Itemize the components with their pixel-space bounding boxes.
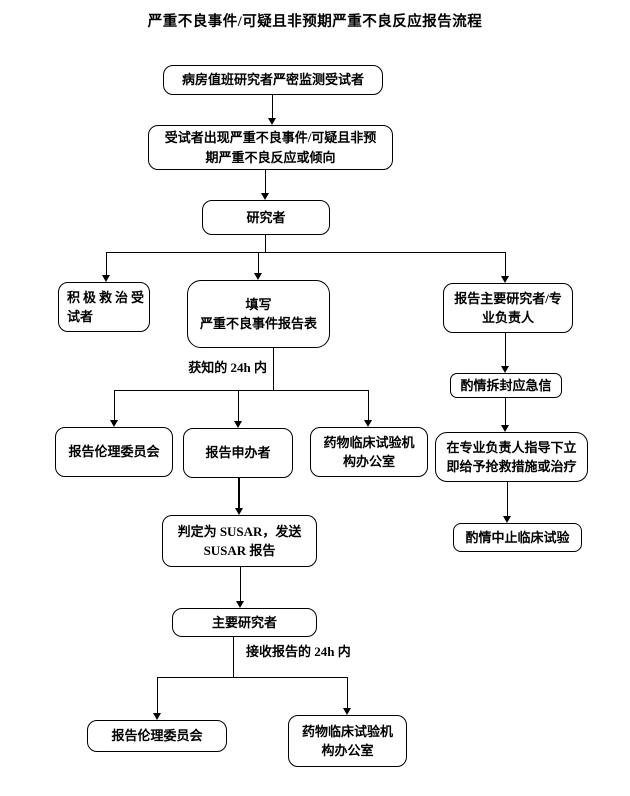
- connector-line: [114, 389, 369, 391]
- node-label: 病房值班研究者严密监测受试者: [181, 72, 364, 88]
- node-label: 在专业负责人指导下立: [446, 439, 577, 455]
- arrow-down-icon: [234, 508, 243, 515]
- arrow-down-icon: [343, 708, 351, 715]
- arrow-down-icon: [501, 425, 509, 432]
- connector-line: [504, 398, 506, 426]
- node-label: 报告申办者: [205, 445, 271, 461]
- arrow-down-icon: [503, 516, 511, 523]
- node-suspend-trial: 酌情中止临床试验: [453, 523, 582, 552]
- node-label: 药物临床试验机: [301, 723, 393, 739]
- arrow-down-icon: [364, 420, 372, 427]
- node-label: 药物临床试验机: [323, 434, 415, 450]
- connector-line: [504, 252, 506, 277]
- node-label: 报告主要研究者/专: [454, 290, 562, 306]
- connector-line: [272, 348, 274, 390]
- arrow-down-icon: [501, 276, 509, 283]
- node-label: 期严重不良反应或倾向: [205, 149, 336, 165]
- arrow-down-icon: [102, 275, 110, 282]
- node-label: 受试者出现严重不良事件/可疑且非预: [164, 130, 377, 145]
- node-label: 积极救治受: [67, 289, 148, 305]
- connector-line: [367, 390, 369, 421]
- connector-line: [232, 637, 234, 678]
- edge-label-known-24h: 获知的 24h 内: [188, 360, 267, 375]
- node-label: 报告伦理委员会: [68, 444, 160, 460]
- node-principal-investigator: 主要研究者: [172, 608, 317, 637]
- connector-line: [504, 333, 506, 367]
- arrow-down-icon: [234, 421, 242, 428]
- node-label: 主要研究者: [211, 614, 277, 630]
- arrow-down-icon: [254, 273, 262, 280]
- node-report-sponsor: 报告申办者: [183, 428, 293, 478]
- node-report-ethics: 报告伦理委员会: [55, 427, 173, 477]
- node-label: 构办公室: [342, 454, 395, 469]
- connector-line: [113, 390, 115, 421]
- node-trial-office-2: 药物临床试验机 构办公室: [288, 715, 407, 767]
- node-label: 填写: [245, 296, 272, 312]
- node-investigator: 研究者: [202, 200, 330, 235]
- node-report-pi-lead: 报告主要研究者/专 业负责人: [443, 283, 573, 333]
- connector-line: [506, 482, 508, 517]
- connector-line: [264, 170, 266, 194]
- node-label: 构办公室: [321, 743, 374, 758]
- arrow-down-icon: [110, 420, 118, 427]
- node-ward-monitor: 病房值班研究者严密监测受试者: [163, 65, 383, 95]
- connector-line: [346, 677, 348, 709]
- connector-line: [239, 567, 241, 602]
- diagram-title: 严重不良事件/可疑且非预期严重不良反应报告流程: [147, 14, 483, 30]
- node-rescue-under-guidance: 在专业负责人指导下立 即给予抢救措施或治疗: [435, 432, 588, 482]
- connector-line: [237, 390, 239, 422]
- node-open-emergency-letter: 酌情拆封应急信: [450, 373, 562, 398]
- connector-line: [264, 235, 266, 253]
- node-label: 报告伦理委员会: [111, 728, 203, 744]
- connector-line: [157, 676, 348, 678]
- node-sae-occurs: 受试者出现严重不良事件/可疑且非预 期严重不良反应或倾向: [148, 125, 393, 170]
- arrow-down-icon: [153, 713, 161, 720]
- node-label: 即给予抢救措施或治疗: [446, 459, 577, 474]
- arrow-down-icon: [268, 118, 276, 125]
- node-report-ethics-2: 报告伦理委员会: [87, 720, 227, 752]
- connector-line: [105, 252, 107, 276]
- node-label: 酌情中止临床试验: [465, 529, 570, 545]
- node-label: 酌情拆封应急信: [460, 377, 552, 393]
- node-susar: 判定为 SUSAR，发送 SUSAR 报告: [162, 515, 317, 567]
- node-fill-form: 填写 严重不良事件报告表: [187, 280, 330, 348]
- node-rescue-subject: 积极救治受 试者: [58, 282, 150, 332]
- connector-line: [156, 677, 158, 714]
- node-label: 试者: [67, 309, 94, 324]
- node-label: 严重不良事件报告表: [199, 316, 317, 331]
- connector-line: [271, 95, 273, 119]
- node-trial-office: 药物临床试验机 构办公室: [310, 427, 428, 477]
- node-label: SUSAR 报告: [203, 543, 276, 558]
- edge-label-received-24h: 接收报告的 24h 内: [246, 644, 351, 659]
- node-label: 判定为 SUSAR，发送: [177, 523, 302, 539]
- arrow-down-icon: [501, 366, 509, 373]
- node-label: 研究者: [246, 209, 286, 225]
- connector-line: [238, 478, 240, 509]
- connector-line: [106, 251, 506, 253]
- arrow-down-icon: [261, 193, 269, 200]
- connector-line: [257, 252, 259, 274]
- node-label: 业负责人: [481, 310, 534, 325]
- arrow-down-icon: [236, 601, 244, 608]
